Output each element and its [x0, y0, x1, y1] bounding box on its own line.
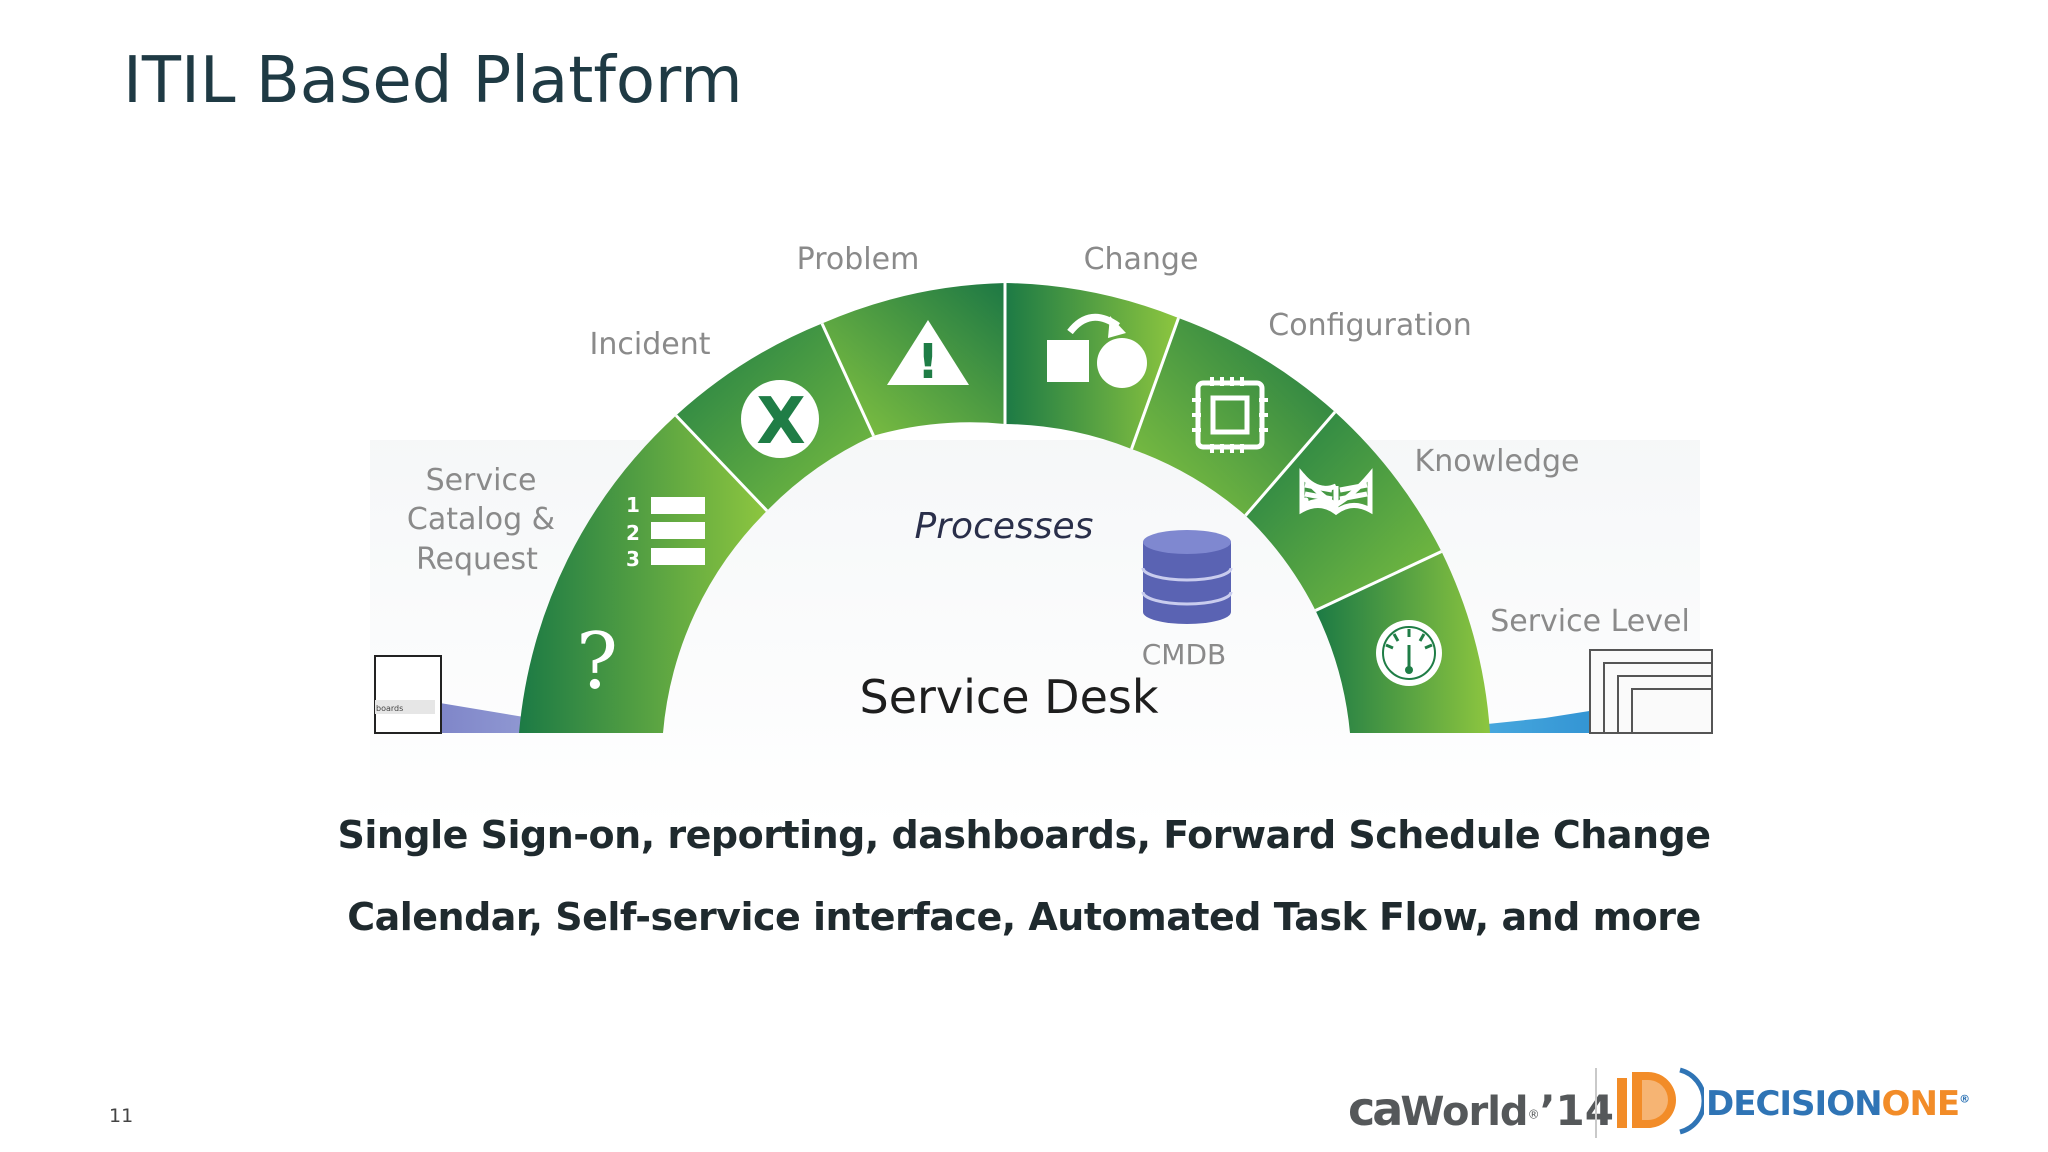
x-circle-icon: X: [741, 380, 819, 459]
label-incident: Incident: [590, 327, 711, 362]
decisionone-wordmark: DECISIONONE®: [1706, 1084, 1970, 1124]
svg-text:1: 1: [626, 493, 640, 517]
segment-labels: Service Catalog & Request Incident Probl…: [407, 242, 1690, 639]
decisionone-registered: ®: [1959, 1092, 1970, 1106]
segment-change: [1005, 283, 1179, 449]
decisionone-part2: ONE: [1881, 1084, 1961, 1124]
left-dashboard-panel: boards: [374, 655, 660, 734]
open-book-icon: [1299, 468, 1373, 516]
segment-knowledge: [1245, 412, 1442, 611]
question-mark-icon: ?: [576, 617, 618, 707]
ca-registered: ®: [1527, 1107, 1540, 1122]
label-service-catalog-line2: Catalog &: [407, 502, 555, 537]
cmdb-database-icon: [1141, 530, 1233, 624]
service-desk-label: Service Desk: [860, 670, 1159, 724]
segment-configuration: [1131, 318, 1335, 516]
numbered-list-icon: 1 2 3: [626, 493, 705, 571]
segment-service-catalog: [519, 415, 767, 733]
left-panel-text: boards: [376, 704, 403, 713]
chip-icon: [1192, 377, 1268, 453]
svg-text:X: X: [756, 385, 805, 459]
svg-text:3: 3: [626, 547, 640, 571]
gauge-icon: [1376, 620, 1442, 686]
label-configuration: Configuration: [1268, 308, 1471, 343]
slide-title: ITIL Based Platform: [123, 44, 743, 118]
cmdb-label: CMDB: [1142, 638, 1226, 671]
caption-line-2: Calendar, Self-service interface, Automa…: [347, 895, 1701, 939]
ca-world-word: World: [1400, 1089, 1528, 1135]
label-knowledge: Knowledge: [1415, 444, 1580, 479]
decisionone-part1: DECISION: [1706, 1084, 1883, 1124]
label-service-catalog-line3: Request: [416, 542, 538, 577]
label-change: Change: [1084, 242, 1199, 277]
caption-line-1: Single Sign-on, reporting, dashboards, F…: [337, 813, 1711, 857]
page-number: 11: [109, 1105, 134, 1127]
processes-label: Processes: [915, 506, 1094, 547]
ca-year: ’14: [1539, 1086, 1614, 1135]
right-report-stack: [1400, 649, 1713, 734]
footer-divider: [1595, 1068, 1597, 1138]
svg-text:!: !: [917, 334, 939, 390]
ca-mark: ca: [1348, 1082, 1403, 1136]
decisionone-logo-icon: [1617, 1067, 1704, 1135]
warning-triangle-icon: !: [887, 320, 969, 390]
label-service-catalog-line1: Service: [426, 463, 537, 498]
label-service-level: Service Level: [1490, 604, 1690, 639]
shapes-change-icon: [1047, 313, 1147, 388]
label-problem: Problem: [797, 242, 920, 277]
ca-world-logo: caWorld®’14: [1348, 1082, 1614, 1136]
svg-text:2: 2: [626, 521, 640, 545]
